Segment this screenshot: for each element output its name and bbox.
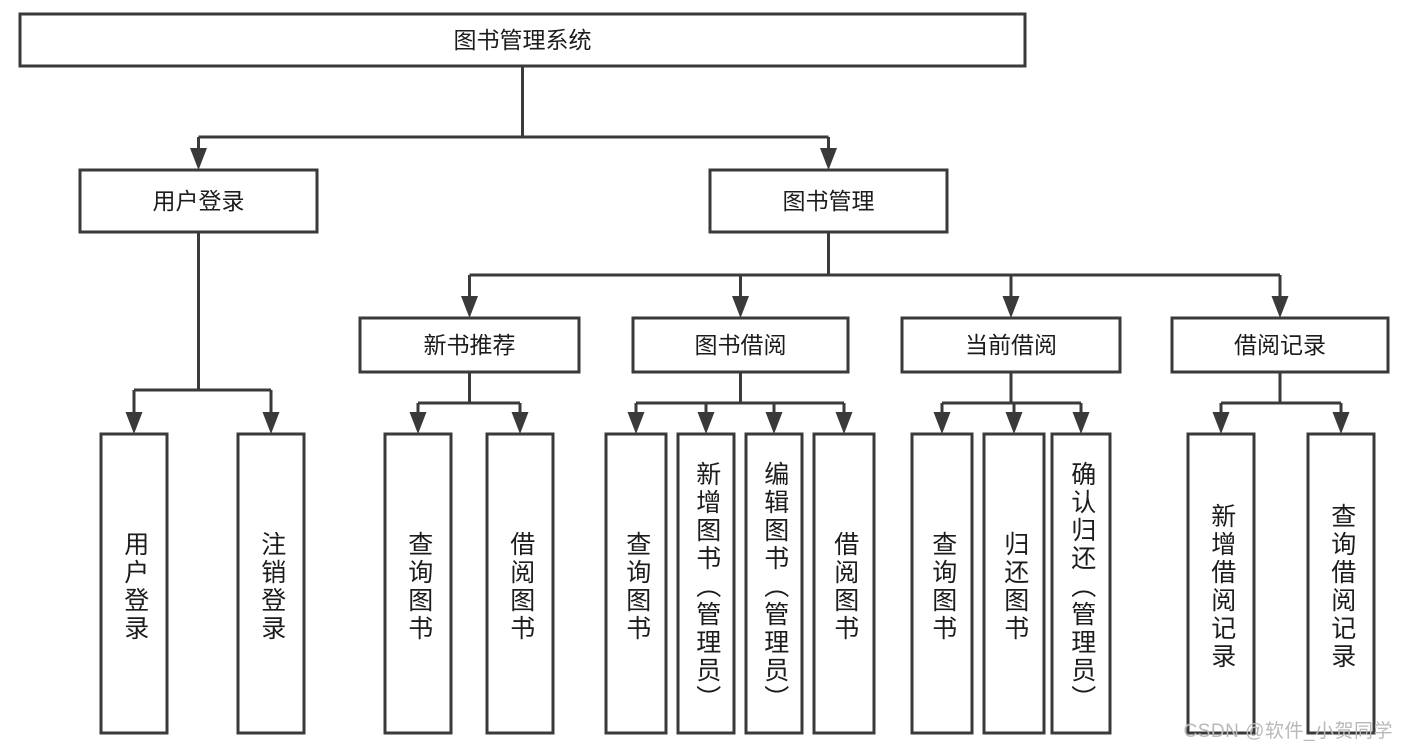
connector-layer — [125, 66, 1350, 434]
node-leaf-user-login-box[interactable] — [99, 432, 169, 735]
node-l2-book-box[interactable] — [708, 168, 949, 234]
node-l3-record-box[interactable] — [1170, 316, 1390, 374]
node-leaf-new-borrow-box[interactable] — [485, 432, 555, 735]
node-leaf-r-add-box[interactable] — [1186, 432, 1256, 735]
node-leaf-b-query-box[interactable] — [604, 432, 668, 735]
node-l3-new-box[interactable] — [358, 316, 581, 374]
node-leaf-b-borrow-box[interactable] — [812, 432, 876, 735]
node-leaf-b-edit-box[interactable] — [744, 432, 804, 735]
node-root-box[interactable] — [18, 12, 1027, 68]
node-leaf-user-logout-box[interactable] — [236, 432, 306, 735]
node-leaf-c-return-box[interactable] — [982, 432, 1046, 735]
node-l3-borrow-box[interactable] — [631, 316, 850, 374]
node-leaf-new-query-box[interactable] — [383, 432, 453, 735]
box-layer — [18, 12, 1390, 735]
node-l2-user-box[interactable] — [78, 168, 319, 234]
node-leaf-r-query-box[interactable] — [1306, 432, 1376, 735]
node-leaf-b-add-box[interactable] — [676, 432, 736, 735]
node-leaf-c-confirm-box[interactable] — [1050, 432, 1112, 735]
watermark-text: CSDN @软件_小贺同学 — [1183, 721, 1393, 742]
node-l3-current-box[interactable] — [900, 316, 1122, 374]
node-leaf-c-query-box[interactable] — [910, 432, 974, 735]
